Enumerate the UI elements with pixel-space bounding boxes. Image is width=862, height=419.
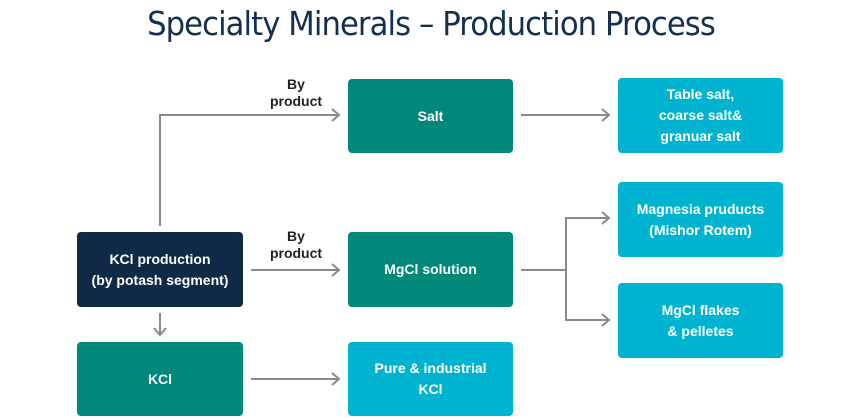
arrowhead-salt — [331, 108, 341, 122]
node-mgcl-solution: MgCl solution — [348, 232, 513, 307]
edge-label-byproduct-mgcl: By product — [269, 228, 323, 261]
node-magnesia-products: Magnesia pruducts (Mishor Rotem) — [618, 182, 783, 257]
connector-kclprod-to-salt — [159, 114, 339, 226]
arrowhead-pure — [331, 372, 341, 386]
node-kcl: KCl — [77, 342, 243, 416]
diagram-title: Specialty Minerals – Production Process — [147, 4, 716, 43]
arrowhead-magnesia — [601, 211, 611, 225]
edge-label-byproduct-salt: By product — [269, 76, 323, 109]
arrowhead-salt-products — [601, 108, 611, 122]
node-pure-kcl: Pure & industrial KCl — [348, 342, 513, 416]
node-salt-products: Table salt, coarse salt& granuar salt — [618, 78, 783, 153]
node-mgcl-flakes: MgCl flakes & pelletes — [618, 283, 783, 358]
arrowhead-kcl — [153, 327, 167, 337]
node-kcl-production: KCl production (by potash segment) — [77, 232, 243, 307]
arrowhead-flakes — [601, 313, 611, 327]
arrowhead-mgcl — [331, 263, 341, 277]
node-salt: Salt — [348, 79, 513, 153]
connector-mgcl-branch — [565, 217, 609, 321]
